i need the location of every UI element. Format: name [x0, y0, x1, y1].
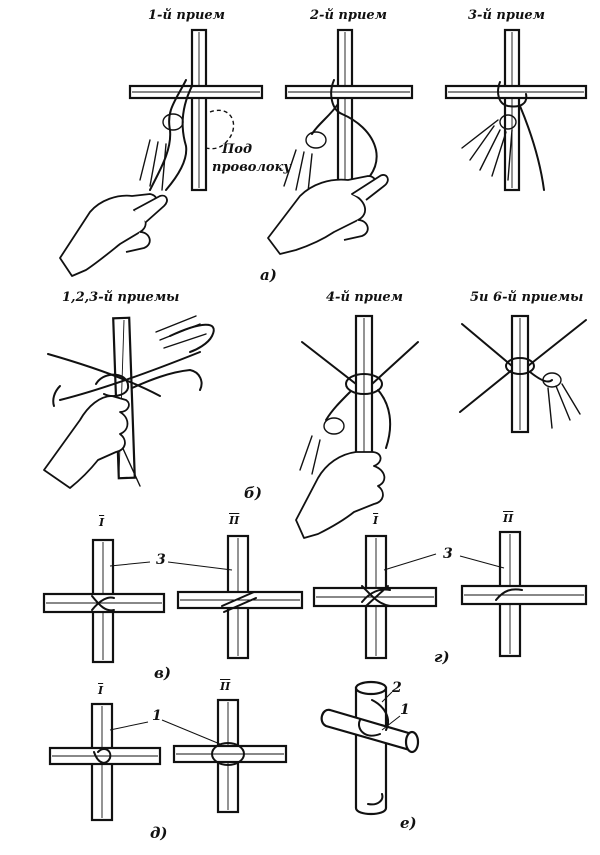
part-label-g: г)	[434, 648, 450, 666]
roman-g-2: II	[503, 512, 514, 525]
cross-v-2	[176, 534, 304, 660]
roman-d-1: I	[98, 684, 104, 697]
panel-b-steps123	[43, 315, 215, 489]
callout-e-2: 2	[392, 680, 402, 696]
part-label-b: б)	[244, 484, 262, 502]
cross-g-2	[460, 530, 588, 658]
roman-g-1: I	[373, 514, 379, 527]
roman-v-2: II	[229, 514, 240, 527]
part-label-v: в)	[154, 664, 171, 682]
note-under-line2: проволоку	[212, 160, 292, 175]
hand-icon	[295, 451, 386, 539]
panel-a-step3	[444, 28, 588, 192]
step-label-b1: 1,2,3-й приемы	[62, 290, 180, 305]
panel-b-step4	[295, 314, 419, 539]
step-label-3: 3-й прием	[468, 8, 546, 23]
cross-v-1	[42, 538, 166, 664]
panel-b-steps56	[459, 314, 587, 434]
part-label-d: д)	[150, 824, 168, 842]
callout-e-1: 1	[400, 702, 410, 718]
callout-g: 3	[443, 546, 453, 562]
part-label-a: а)	[260, 266, 277, 284]
cross-g-1	[312, 534, 438, 660]
note-under-line1: Под	[222, 142, 252, 157]
roman-v-1: I	[99, 516, 105, 529]
panel-a-step2	[267, 28, 414, 255]
panel-a-step1	[59, 28, 264, 277]
step-label-b2: 4-й прием	[326, 290, 404, 305]
callout-d: 1	[152, 708, 162, 724]
hand-icon	[267, 175, 377, 255]
step-label-1: 1-й прием	[148, 8, 226, 23]
roman-d-2: II	[220, 680, 231, 693]
part-label-e: е)	[400, 814, 417, 832]
step-label-b3: 5и 6-й приемы	[470, 290, 584, 305]
step-label-2: 2-й прием	[310, 8, 388, 23]
cross-d-1	[48, 702, 162, 822]
rebar-3d-e	[320, 680, 420, 816]
cross-d-2	[172, 698, 288, 814]
hand-icon	[43, 395, 130, 489]
callout-v: 3	[156, 552, 166, 568]
